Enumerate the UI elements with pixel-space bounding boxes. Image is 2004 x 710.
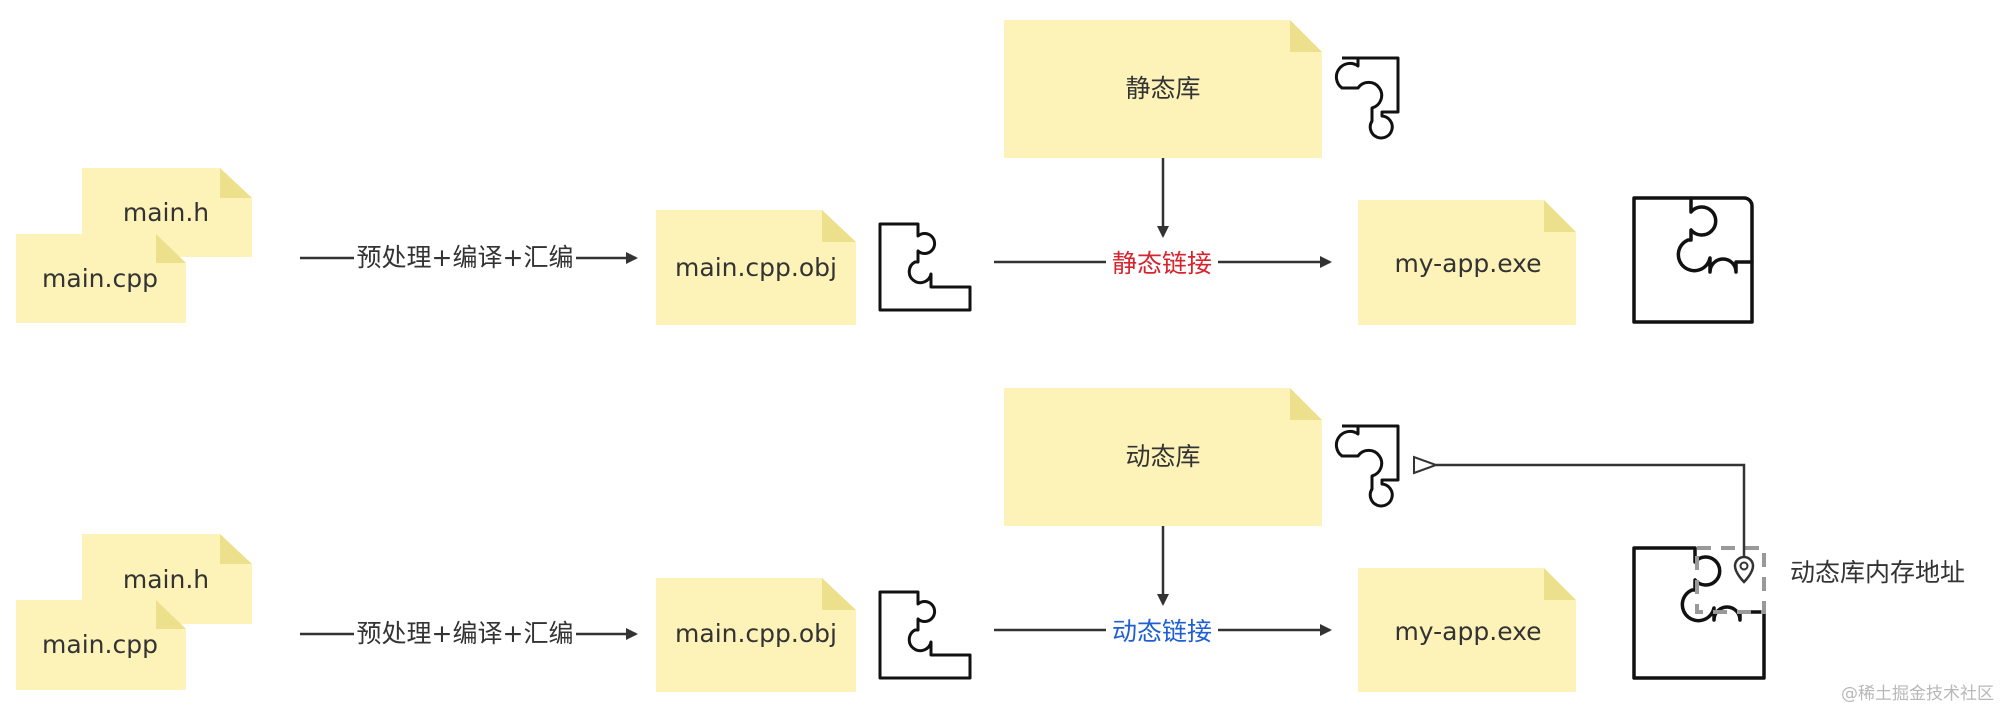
dynamic-library-note: 动态库 [1004,388,1322,526]
puzzle-piece-icon [878,590,972,680]
top-compile-label: 预处理+编译+汇编 [357,243,574,272]
bottom-cpp-label: main.cpp [42,630,158,659]
top-compile-arrow: 预处理+编译+汇编 [300,243,638,272]
top-cpp-note: main.cpp [16,234,186,323]
dynamic-link-label: 动态链接 [1112,617,1212,646]
bottom-cpp-note: main.cpp [16,600,186,690]
puzzle-piece-icon [1632,546,1766,680]
top-header-label: main.h [123,198,209,227]
bottom-source-files: main.h main.cpp [16,534,252,690]
address-marker [1695,546,1766,614]
bottom-header-label: main.h [123,565,209,594]
top-exe-note: my-app.exe [1358,200,1576,325]
location-pin-icon [1733,555,1755,584]
address-return-arrow [1436,465,1746,557]
address-label: 动态库内存地址 [1790,558,1965,587]
top-cpp-label: main.cpp [42,264,158,293]
static-library-label: 静态库 [1125,74,1200,103]
watermark: @稀土掘金技术社区 [1841,684,1994,704]
top-source-files: main.h main.cpp [16,168,252,323]
puzzle-piece-icon [878,222,972,312]
dynamic-library-label: 动态库 [1125,442,1200,471]
bottom-object-label: main.cpp.obj [675,619,837,648]
top-exe-label: my-app.exe [1394,249,1541,278]
static-library-note: 静态库 [1004,20,1322,158]
puzzle-piece-icon [1334,56,1400,140]
static-link-arrow: 静态链接 [994,249,1332,278]
puzzle-piece-icon [1632,196,1754,324]
bottom-exe-label: my-app.exe [1394,617,1541,646]
bottom-compile-arrow: 预处理+编译+汇编 [300,619,638,648]
static-link-label: 静态链接 [1112,249,1212,278]
puzzle-piece-icon [1334,424,1400,508]
top-object-label: main.cpp.obj [675,253,837,282]
dynamic-link-arrow: 动态链接 [994,617,1332,646]
top-object-note: main.cpp.obj [656,210,856,325]
bottom-exe-note: my-app.exe [1358,568,1576,692]
bottom-compile-label: 预处理+编译+汇编 [357,619,574,648]
bottom-object-note: main.cpp.obj [656,578,856,692]
